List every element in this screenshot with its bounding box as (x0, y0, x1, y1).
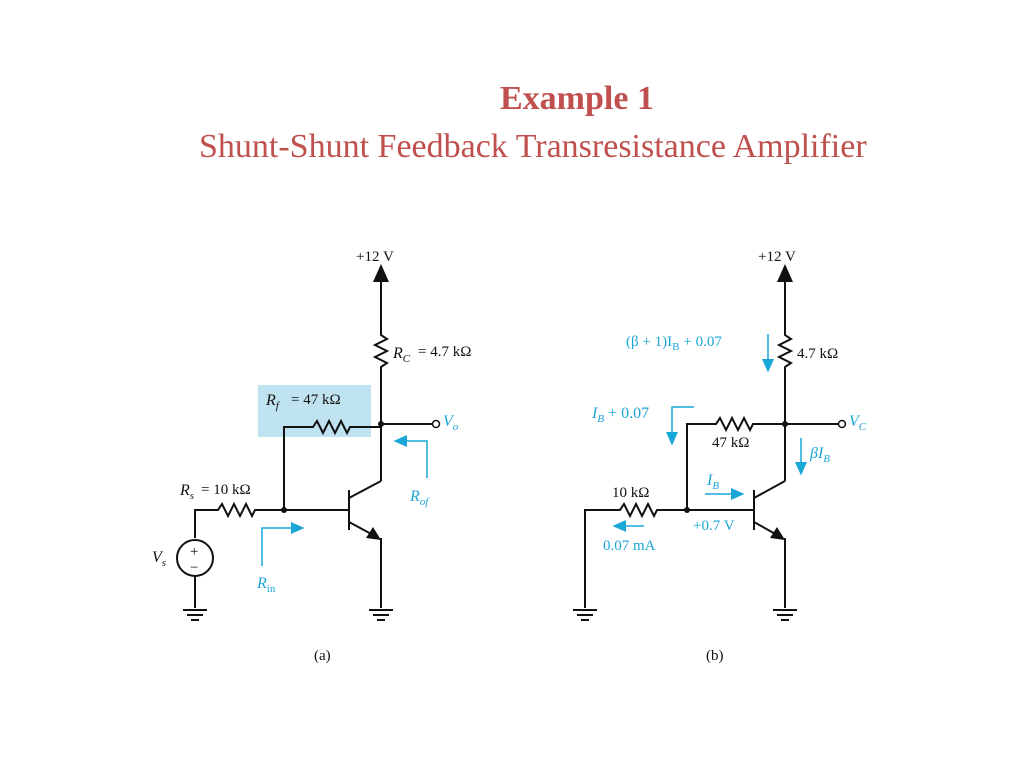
output-terminal (837, 419, 847, 429)
output-terminal (431, 419, 441, 429)
collector-current: (β + 1)I (626, 334, 672, 350)
rc-resistor (776, 325, 794, 380)
rof-subscript: of (420, 496, 431, 508)
vo-subscript: o (453, 421, 459, 433)
base-node (684, 507, 690, 513)
rs-resistor (194, 501, 284, 538)
collector-current-label: (β + 1)IB + 0.07 (626, 334, 722, 353)
circuit-a: +12 V RC = 4.7 kΩ Vo Rf = 47 kΩ Rs = 10 … (152, 249, 471, 664)
rs-label: Rs (179, 482, 194, 502)
rc-resistor (372, 325, 390, 380)
vs-label: Vs (152, 549, 166, 569)
bjt-transistor-b (753, 480, 786, 608)
source-current-label: 0.07 mA (603, 538, 656, 554)
ground-symbol (573, 609, 597, 621)
ground-symbol (183, 609, 207, 621)
beta-current: βI (809, 445, 824, 462)
vc-subscript: C (859, 421, 867, 433)
vo-symbol: V (443, 413, 455, 430)
ground-symbol (369, 609, 393, 621)
rf-resistor (283, 418, 381, 510)
circuit-b: +12 V 4.7 kΩ (β + 1)IB+ 0.07 VC 47 kΩ IB… (573, 249, 867, 664)
vs-symbol: V (152, 549, 164, 566)
bjt-transistor-a (348, 480, 382, 608)
beta-current-label: βIB (809, 445, 830, 465)
rf-resistor (686, 415, 785, 510)
rs-value: = 10 kΩ (201, 482, 251, 498)
collector-current-subscript: B (672, 341, 679, 353)
rc-value: 4.7 kΩ (797, 346, 838, 362)
feedback-current-label: IB + 0.07 (591, 405, 649, 425)
base-current: I (706, 472, 713, 489)
supply-label: +12 V (758, 249, 796, 265)
rof-symbol: R (409, 488, 420, 505)
rin-arrow (261, 522, 305, 566)
beta-current-subscript: B (823, 453, 830, 465)
base-current-subscript: B (712, 480, 719, 492)
rf-highlight (258, 385, 371, 437)
rs-resistor (584, 501, 687, 608)
slide-title: Example 1 (500, 80, 654, 117)
vo-label: Vo (443, 413, 459, 433)
rin-symbol: R (256, 575, 267, 592)
source-plus: + (190, 544, 198, 560)
rof-arrow (393, 435, 428, 478)
vbe-label: +0.7 V (693, 518, 735, 534)
vs-subscript: s (162, 557, 166, 569)
feedback-current-tail: + 0.07 (608, 405, 649, 422)
slide-subtitle: Shunt-Shunt Feedback Transresistance Amp… (199, 128, 867, 165)
rf-value: 47 kΩ (712, 435, 749, 451)
vc-symbol: V (849, 413, 861, 430)
rin-subscript: in (267, 583, 276, 595)
voltage-source: + − (176, 539, 214, 608)
base-node (281, 507, 287, 513)
feedback-current: I (591, 405, 598, 422)
rs-value: 10 kΩ (612, 485, 649, 501)
rin-label: Rin (256, 575, 276, 595)
rc-label: RC (392, 345, 411, 365)
feedback-current-arrow (666, 406, 694, 446)
rf-value: = 47 kΩ (291, 392, 341, 408)
base-current-label: IB (706, 472, 719, 492)
ground-symbol (773, 609, 797, 621)
caption-a: (a) (314, 648, 331, 664)
supply-label: +12 V (356, 249, 394, 265)
source-minus: − (190, 560, 198, 576)
caption-b: (b) (706, 648, 724, 664)
rof-label: Rof (409, 488, 430, 508)
rc-value: = 4.7 kΩ (418, 344, 471, 360)
collector-current-tail: + 0.07 (683, 334, 722, 350)
feedback-current-subscript: B (597, 413, 604, 425)
vc-label: VC (849, 413, 867, 433)
